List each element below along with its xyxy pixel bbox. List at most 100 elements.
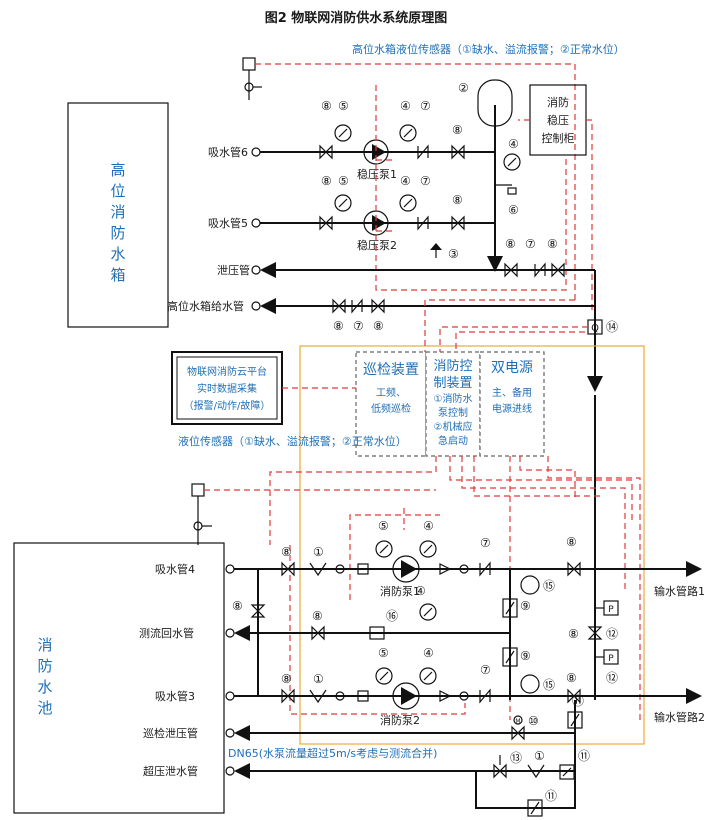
svg-text:⑤: ⑤	[338, 174, 349, 188]
fire-pump2-icon	[392, 682, 420, 710]
svg-text:消: 消	[37, 636, 52, 654]
svg-text:④: ④	[423, 646, 434, 660]
svg-text:⑭: ⑭	[606, 320, 618, 334]
svg-text:⑧: ⑧	[232, 599, 243, 613]
svg-text:泵控制: 泵控制	[438, 406, 468, 419]
svg-text:⑦: ⑦	[420, 99, 431, 113]
svg-text:⑨: ⑨	[520, 649, 531, 663]
svg-text:⑧: ⑧	[312, 609, 323, 623]
svg-text:（报警/动作/故障）: （报警/动作/故障）	[184, 399, 271, 412]
pool-label: 消 防 水 池	[37, 636, 52, 717]
dn65-note: DN65(水泵流量超过5m/s考虑与测流合并)	[228, 746, 437, 760]
over-relief-label: 超压泄水管	[143, 764, 198, 778]
svg-text:位: 位	[110, 182, 125, 200]
svg-text:⑧: ⑧	[333, 319, 344, 333]
svg-text:⑧: ⑧	[321, 99, 332, 113]
svg-text:⑤: ⑤	[378, 519, 389, 533]
svg-text:防: 防	[110, 224, 125, 242]
svg-text:M: M	[515, 718, 520, 725]
svg-text:物联网消防云平台: 物联网消防云平台	[187, 365, 267, 378]
svg-text:控制柜: 控制柜	[542, 131, 575, 145]
svg-text:⑪: ⑪	[578, 749, 590, 763]
high-tank-label: 高 位 消 防 水 箱	[110, 161, 125, 284]
q-mark: Q	[591, 323, 599, 334]
svg-text:⑫: ⑫	[606, 627, 618, 641]
pool-sensor-label: 液位传感器（①缺水、溢流报警；②正常水位）	[178, 434, 407, 448]
svg-text:高: 高	[110, 161, 125, 179]
svg-text:⑧: ⑧	[568, 627, 579, 641]
svg-text:⑧: ⑧	[452, 193, 463, 207]
svg-text:电源进线: 电源进线	[492, 402, 532, 415]
svg-text:⑧: ⑧	[281, 672, 292, 686]
svg-text:⑧: ⑧	[373, 319, 384, 333]
control-region	[299, 345, 645, 745]
pool	[13, 542, 225, 814]
svg-text:④: ④	[400, 174, 411, 188]
suction3-label: 吸水管3	[155, 689, 195, 703]
svg-text:低频巡检: 低频巡检	[371, 402, 411, 415]
svg-text:消防: 消防	[547, 95, 569, 109]
svg-text:⑪: ⑪	[545, 789, 557, 803]
svg-text:箱: 箱	[110, 266, 125, 284]
svg-text:①: ①	[313, 545, 324, 559]
fire-pump1-label: 消防泵1	[380, 584, 420, 598]
svg-text:防: 防	[37, 657, 52, 675]
patrol-relief-label: 巡检泄压管	[143, 726, 198, 740]
svg-text:⑩: ⑩	[528, 714, 539, 728]
relief-pipe-label: 泄压管	[217, 263, 250, 277]
svg-text:⑥: ⑥	[508, 203, 519, 217]
top-sensor-box	[242, 57, 256, 71]
outlet1-label: 输水管路1	[654, 584, 705, 598]
pressure-tank	[477, 79, 513, 127]
svg-text:①: ①	[534, 749, 545, 763]
svg-text:①: ①	[313, 672, 324, 686]
svg-text:⑯: ⑯	[386, 609, 398, 623]
svg-text:①消防水: ①消防水	[434, 392, 473, 405]
diagram-title: 图2 物联网消防供水系统原理图	[265, 10, 448, 26]
tank-supply-label: 高位水箱给水管	[167, 299, 244, 313]
return-pipe-label: 测流回水管	[139, 626, 194, 640]
svg-text:⑮: ⑮	[543, 579, 555, 593]
svg-text:⑧: ⑧	[566, 671, 577, 685]
svg-text:实时数据采集: 实时数据采集	[197, 382, 257, 395]
svg-text:P: P	[608, 605, 614, 615]
svg-text:⑧: ⑧	[321, 174, 332, 188]
svg-text:④: ④	[423, 519, 434, 533]
svg-text:⑮: ⑮	[543, 678, 555, 692]
svg-text:工频、: 工频、	[376, 386, 406, 399]
fire-pump2-label: 消防泵2	[380, 713, 420, 727]
svg-text:⑪: ⑪	[572, 694, 584, 708]
svg-text:⑦: ⑦	[480, 536, 491, 550]
svg-text:⑧: ⑧	[547, 237, 558, 251]
svg-text:⑦: ⑦	[420, 174, 431, 188]
svg-text:制装置: 制装置	[433, 376, 472, 391]
svg-text:消防控: 消防控	[433, 358, 472, 374]
svg-text:⑧: ⑧	[505, 237, 516, 251]
svg-text:水: 水	[110, 245, 125, 263]
svg-text:④: ④	[400, 99, 411, 113]
svg-text:主、备用: 主、备用	[492, 386, 532, 399]
svg-text:巡检装置: 巡检装置	[363, 362, 419, 378]
svg-text:③: ③	[448, 247, 459, 261]
svg-text:⑦: ⑦	[353, 319, 364, 333]
svg-text:④: ④	[508, 137, 519, 151]
svg-text:P: P	[608, 654, 614, 664]
svg-text:②: ②	[458, 81, 469, 95]
fire-pump1-icon	[392, 555, 420, 583]
svg-text:⑧: ⑧	[281, 545, 292, 559]
stab-pump2-label: 稳压泵2	[357, 238, 397, 252]
svg-text:⑧: ⑧	[566, 535, 577, 549]
svg-text:⑧: ⑧	[452, 123, 463, 137]
svg-text:池: 池	[37, 699, 52, 717]
high-tank	[67, 102, 169, 328]
svg-text:②机械应: ②机械应	[434, 420, 473, 433]
stab-pump1-label: 稳压泵1	[357, 167, 397, 181]
suction4-label: 吸水管4	[155, 562, 195, 576]
svg-text:双电源: 双电源	[491, 360, 533, 376]
svg-text:⑤: ⑤	[338, 99, 349, 113]
suction6-label: 吸水管6	[208, 145, 248, 159]
svg-text:消: 消	[110, 203, 125, 221]
outlet2-label: 输水管路2	[654, 710, 705, 724]
